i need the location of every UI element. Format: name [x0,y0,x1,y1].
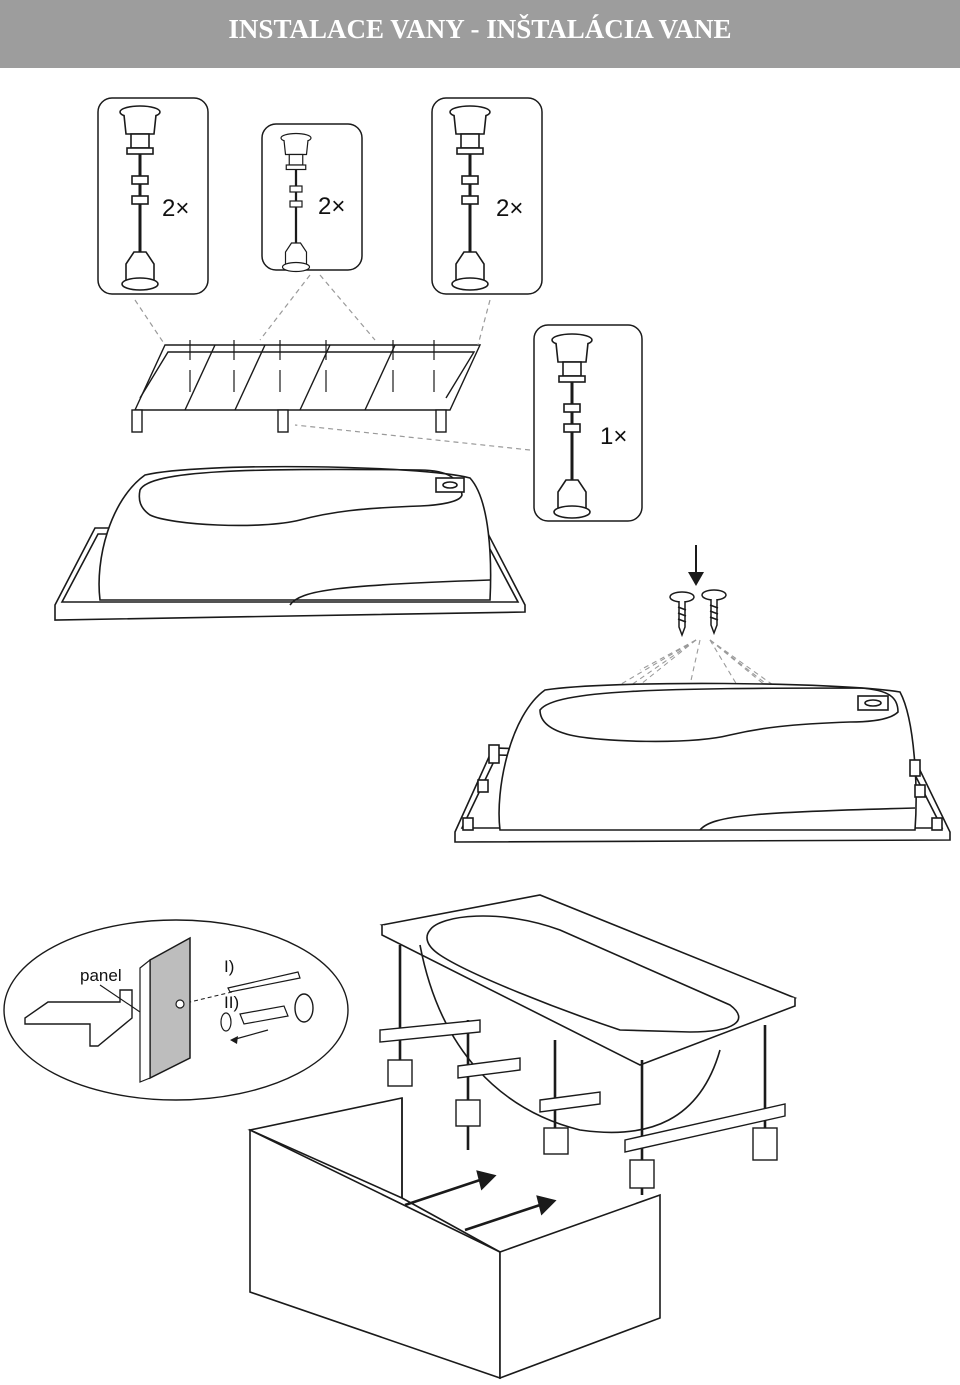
screw-icon [239,1005,289,1025]
panel-label: panel [80,966,122,985]
leg-count: 1× [600,423,627,450]
bathtub-inverted-step2 [454,682,951,843]
leg-count: 2× [496,195,523,222]
front-panel [247,1097,661,1380]
screw-icon [669,591,695,636]
leg-box-3: 2× [431,97,543,295]
panel-section [149,936,191,1080]
bathtub-inverted [54,465,526,621]
leg-count: 2× [318,193,345,220]
dashed-guides-top [134,274,531,451]
panel-detail: panel I) II) [3,919,349,1101]
support-frame [131,340,482,433]
push-arrows [404,1170,557,1232]
leg-box-2: 2× [261,123,363,273]
bathtub-installed [379,894,798,1195]
header-bar: INSTALACE VANY - INŠTALÁCIA VANE [0,0,960,68]
washer-icon [220,1012,232,1032]
cap-icon [294,993,314,1023]
step-one-label: I) [224,957,234,976]
leg-count: 2× [162,195,189,222]
page-title: INSTALACE VANY - INŠTALÁCIA VANE [228,14,732,44]
drill-bit-icon [227,971,301,993]
step-two-label: II) [224,993,239,1012]
bracket-icon [24,989,133,1047]
leg-box-4: 1× [533,324,643,522]
screw-icon [701,589,727,634]
down-arrow [688,545,704,586]
leg-box-1: 2× [97,97,209,295]
